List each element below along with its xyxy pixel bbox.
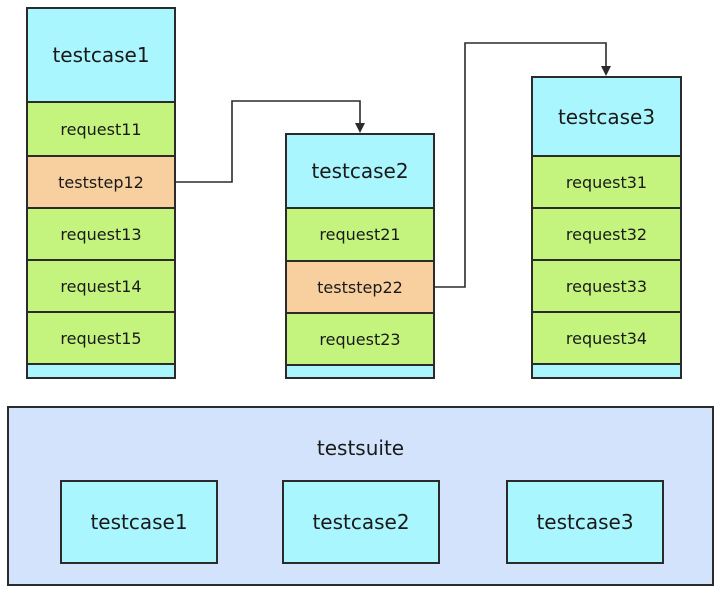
testcase1-header: testcase1 [28, 9, 174, 103]
testcase3-footer [533, 365, 680, 377]
testcase1-column: testcase1 request11 teststep12 request13… [26, 7, 176, 379]
testsuite-case-1: testcase1 [60, 480, 218, 564]
testcase2-item-request23: request23 [287, 314, 433, 366]
testcase2-header: testcase2 [287, 135, 433, 209]
testcase3-column: testcase3 request31 request32 request33 … [531, 76, 682, 379]
testcase3-item-request31: request31 [533, 157, 680, 209]
testcase1-item-request13: request13 [28, 209, 174, 261]
testcase1-item-request11: request11 [28, 103, 174, 157]
testcase3-item-request32: request32 [533, 209, 680, 261]
testcase2-item-teststep22: teststep22 [287, 262, 433, 314]
testcase3-item-request34: request34 [533, 313, 680, 365]
testcase1-item-request14: request14 [28, 261, 174, 313]
testcase2-footer [287, 366, 433, 377]
testsuite-case-2: testcase2 [282, 480, 440, 564]
testcase2-item-request21: request21 [287, 209, 433, 262]
testsuite-title: testsuite [316, 436, 405, 460]
testcase2-column: testcase2 request21 teststep22 request23 [285, 133, 435, 379]
testcase1-item-teststep12: teststep12 [28, 157, 174, 209]
testsuite-container: testsuite testcase1 testcase2 testcase3 [7, 406, 714, 586]
testsuite-case-3: testcase3 [506, 480, 664, 564]
testcase1-item-request15: request15 [28, 313, 174, 365]
testcase3-item-request33: request33 [533, 261, 680, 313]
testcase1-footer [28, 365, 174, 377]
testcase3-header: testcase3 [533, 78, 680, 157]
